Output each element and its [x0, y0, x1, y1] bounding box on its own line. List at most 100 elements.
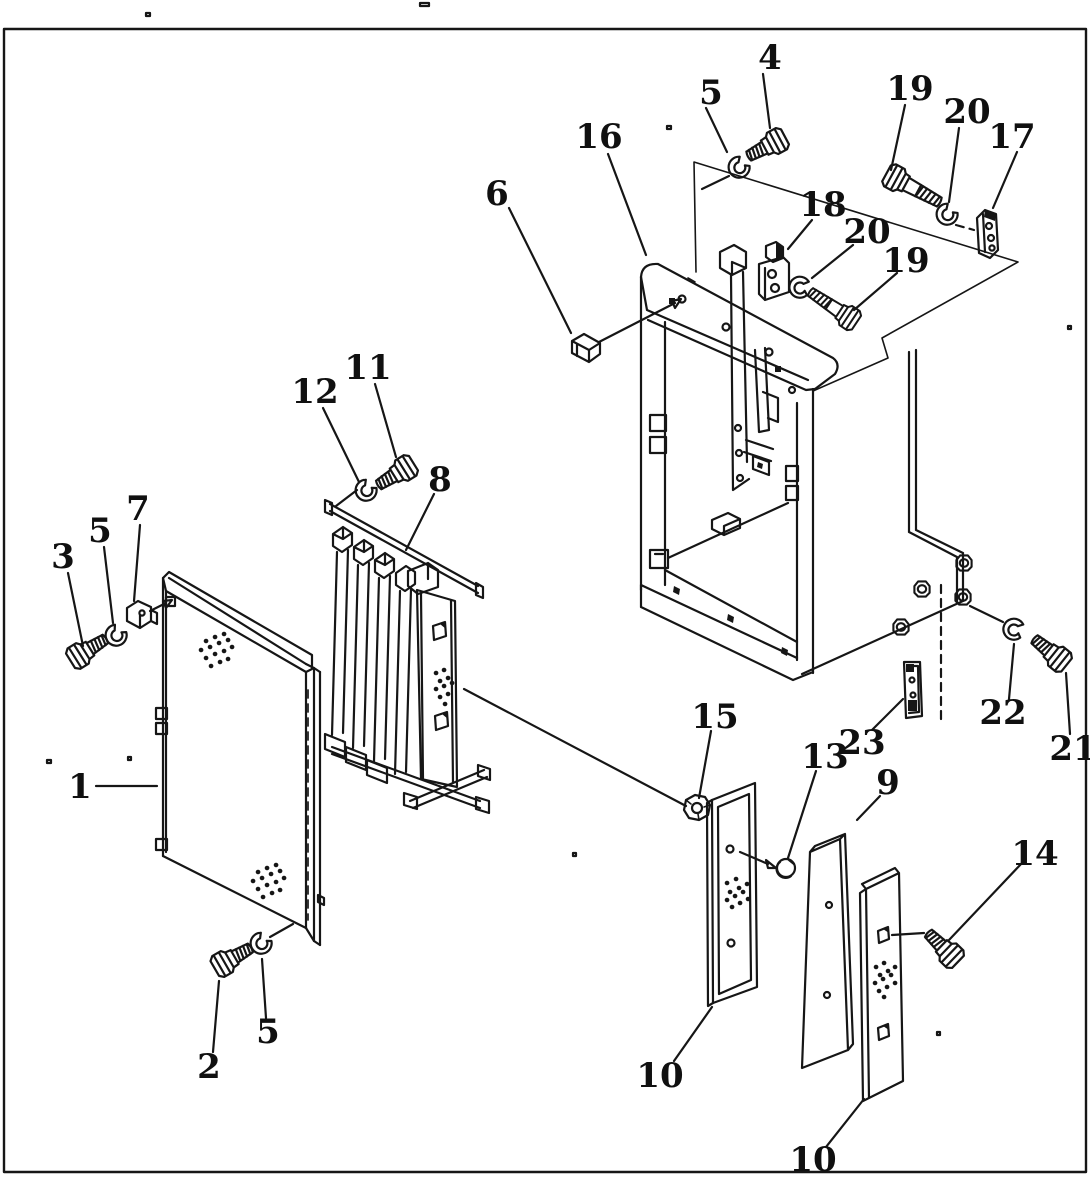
part-6-spacer-block	[570, 332, 602, 364]
leader-line-part-19	[889, 103, 907, 172]
grille-slat	[393, 564, 417, 776]
part-4-bolt	[741, 125, 792, 169]
connector-washer5-to-panel-corner	[268, 922, 295, 939]
leader-line-part-20	[947, 126, 961, 204]
paper-speck	[665, 124, 673, 131]
callout-part-15: 15	[691, 697, 738, 737]
callout-part-6: 6	[485, 174, 509, 214]
callout-part-11: 11	[344, 348, 391, 388]
leader-line-part-8	[404, 492, 436, 552]
callout-part-7: 7	[126, 489, 150, 529]
arrowhead-block6-to-frame-face	[670, 297, 683, 310]
connector-block6-to-frame-face	[597, 301, 677, 344]
grille-front-channel	[406, 561, 459, 789]
callout-part-20: 20	[843, 212, 890, 252]
callout-part-5: 5	[88, 511, 112, 551]
leader-line-part-17	[991, 150, 1019, 210]
part-10-strip-left	[705, 781, 759, 1008]
arrowhead-clip7-to-panel-hole	[161, 598, 174, 610]
paper-speck	[45, 758, 53, 765]
leader-line-part-23	[870, 697, 905, 732]
paper-speck	[571, 851, 578, 858]
part-16-guard-frame	[639, 161, 1019, 682]
callout-part-5: 5	[256, 1012, 280, 1052]
grille-slat	[365, 551, 396, 785]
callout-part-19: 19	[886, 69, 933, 109]
callout-part-23: 23	[838, 723, 885, 763]
callout-part-12: 12	[291, 372, 338, 412]
callout-part-19: 19	[882, 241, 929, 281]
part-7-clip	[125, 599, 159, 630]
leader-line-part-7	[132, 523, 142, 603]
panel-perforations-upper	[198, 631, 235, 669]
part-9-strip	[800, 832, 855, 1070]
callout-part-21: 21	[1049, 729, 1090, 769]
leader-line-part-10	[672, 1005, 714, 1063]
part-13-plug	[775, 857, 797, 879]
leader-line-part-13	[786, 769, 818, 860]
leader-line-part-22	[1007, 642, 1016, 701]
leader-line-part-6	[507, 206, 573, 335]
callout-part-1: 1	[68, 767, 92, 807]
leader-line-part-12	[321, 406, 361, 484]
leader-line-part-15	[697, 729, 713, 800]
connector-strip-hole-to-plug13	[738, 850, 770, 866]
callout-part-22: 22	[979, 693, 1026, 733]
leader-line-part-14	[947, 861, 1024, 942]
paper-speck	[144, 11, 152, 18]
part-22-lock-washer	[998, 613, 1030, 645]
part-17-bracket	[975, 208, 1000, 260]
part-11-bolt	[370, 451, 421, 497]
strip-perforations	[872, 960, 898, 1000]
callout-part-10: 10	[636, 1056, 683, 1096]
part-21-bolt	[1025, 628, 1076, 676]
part-10-strip-right	[858, 866, 905, 1103]
arrowhead-strip-hole-to-plug13	[764, 858, 778, 870]
paper-speck	[126, 755, 133, 762]
strip-perforations	[724, 876, 751, 910]
callout-part-18: 18	[799, 185, 846, 225]
callout-part-14: 14	[1011, 834, 1058, 874]
leader-line-part-21	[1064, 671, 1072, 736]
part-18-latch	[757, 240, 791, 302]
leader-line-part-18	[786, 218, 814, 251]
callout-part-13: 13	[801, 737, 848, 777]
panel-perforations-lower	[250, 862, 287, 900]
leader-line-part-4	[761, 72, 772, 130]
leader-line-part-20	[810, 243, 855, 280]
leader-line-part-5	[704, 106, 729, 154]
part-14-bolt	[918, 922, 968, 972]
part-8-grille-assembly	[323, 498, 492, 815]
connector-washer20-to-bracket17	[954, 223, 976, 232]
leader-line-part-3	[66, 571, 85, 648]
leader-line-part-5	[102, 545, 115, 625]
connector-washer5-to-plate-edge	[700, 174, 731, 191]
connector-grille-stud-to-nut15	[462, 687, 688, 808]
grille-slat	[323, 525, 354, 759]
callout-part-16: 16	[575, 117, 622, 157]
callout-part-20: 20	[943, 92, 990, 132]
connector-strip-hole-to-bolt14	[890, 931, 926, 937]
callout-part-2: 2	[197, 1047, 221, 1087]
callout-part-4: 4	[758, 38, 782, 78]
part-19-bolt-right	[802, 280, 864, 334]
part-23-strip	[902, 660, 924, 720]
paper-speck	[418, 1, 431, 8]
leader-line-part-9	[855, 794, 882, 822]
callout-part-10: 10	[789, 1140, 836, 1177]
callout-part-8: 8	[428, 460, 452, 500]
leader-line-part-11	[373, 382, 398, 459]
callout-part-3: 3	[51, 537, 75, 577]
leader-line-part-10	[824, 1097, 866, 1149]
paper-speck	[1066, 324, 1073, 331]
part-1-guard-panel	[154, 570, 326, 947]
leader-line-part-16	[606, 152, 648, 257]
callout-part-9: 9	[876, 763, 900, 803]
page-border	[2, 27, 1088, 1174]
leader-line-part-2	[211, 979, 221, 1054]
callout-part-17: 17	[988, 117, 1035, 157]
leader-line-part-19	[852, 271, 899, 312]
